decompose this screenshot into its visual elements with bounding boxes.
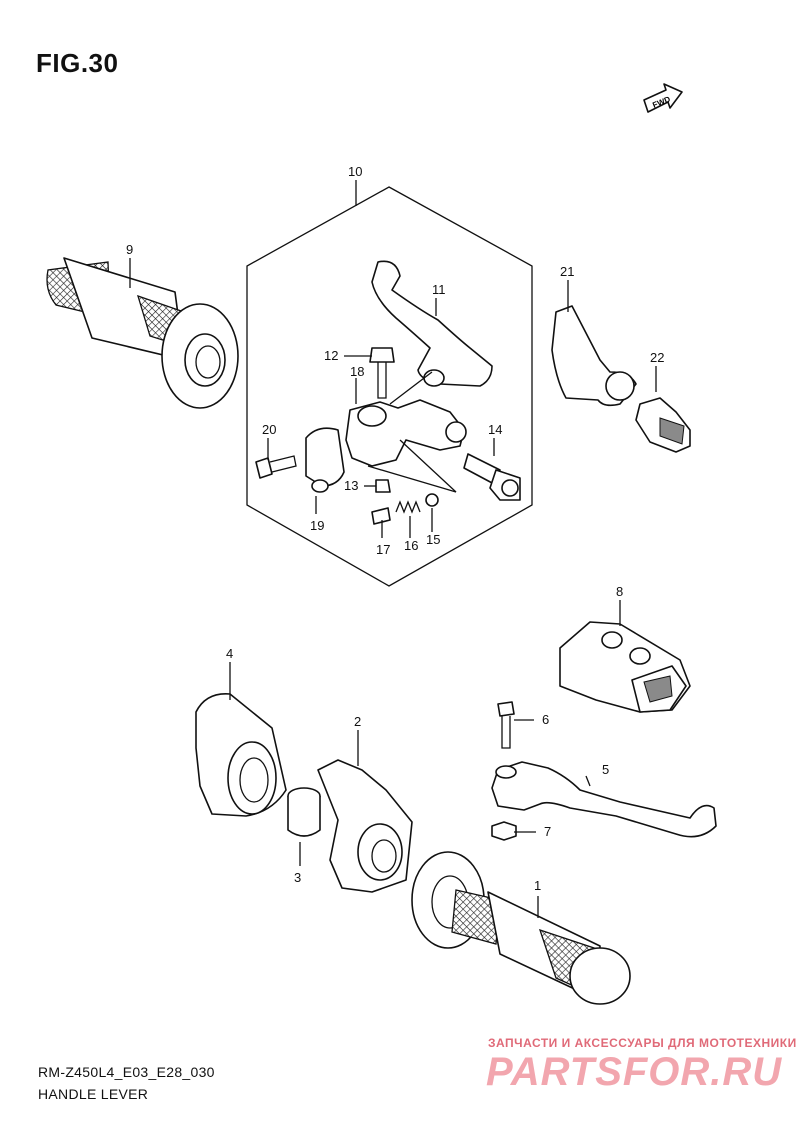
callout-16: 16 bbox=[404, 538, 418, 553]
callout-18: 18 bbox=[350, 364, 364, 379]
brake-lever bbox=[491, 761, 717, 838]
callout-3: 3 bbox=[294, 870, 301, 885]
grip-left bbox=[46, 257, 239, 409]
ball-15 bbox=[425, 493, 439, 507]
callout-17: 17 bbox=[376, 542, 390, 557]
callout-11: 11 bbox=[432, 282, 446, 297]
watermark-tagline: ЗАПЧАСТИ И АКСЕССУАРЫ ДЛЯ МОТОТЕХНИКИ bbox=[488, 1036, 797, 1050]
callout-2: 2 bbox=[354, 714, 361, 729]
boot-cover bbox=[551, 305, 637, 407]
spring-16 bbox=[395, 500, 421, 514]
holder-clamp bbox=[305, 427, 345, 493]
pin-17 bbox=[371, 507, 391, 525]
callout-4: 4 bbox=[226, 646, 233, 661]
callout-6: 6 bbox=[542, 712, 549, 727]
brake-nut bbox=[491, 821, 517, 841]
fwd-arrow-icon: FWD bbox=[643, 83, 683, 113]
sleeve bbox=[287, 787, 321, 837]
callout-21: 21 bbox=[560, 264, 574, 279]
switch-housing bbox=[559, 621, 691, 713]
cable-adjuster bbox=[463, 453, 521, 501]
figure-title: FIG.30 bbox=[36, 48, 119, 78]
callout-22: 22 bbox=[650, 350, 664, 365]
brake-pivot-bolt bbox=[497, 701, 515, 749]
clamp-bolt bbox=[255, 455, 297, 479]
assembly-frame bbox=[246, 186, 533, 587]
lever-holder bbox=[345, 371, 467, 493]
section-name: HANDLE LEVER bbox=[38, 1086, 149, 1102]
clutch-lever bbox=[371, 260, 493, 387]
callout-10: 10 bbox=[348, 164, 362, 179]
pivot-bolt bbox=[369, 347, 395, 399]
callout-15: 15 bbox=[426, 532, 440, 547]
callout-5: 5 bbox=[602, 762, 609, 777]
callout-9: 9 bbox=[126, 242, 133, 257]
small-parts bbox=[367, 465, 457, 525]
nut-13 bbox=[375, 479, 391, 493]
callout-19: 19 bbox=[310, 518, 324, 533]
throttle-cover bbox=[195, 693, 287, 817]
leader-lines bbox=[129, 180, 657, 918]
callout-1: 1 bbox=[534, 878, 541, 893]
adjuster-22 bbox=[635, 397, 691, 453]
callout-13: 13 bbox=[344, 478, 358, 493]
throttle-housing bbox=[317, 759, 413, 893]
watermark-logo: PARTSFOR.RU bbox=[486, 1050, 783, 1094]
callout-8: 8 bbox=[616, 584, 623, 599]
callout-20: 20 bbox=[262, 422, 276, 437]
model-code: RM-Z450L4_E03_E28_030 bbox=[38, 1064, 215, 1080]
grip-right bbox=[411, 851, 631, 1005]
callout-12: 12 bbox=[324, 348, 338, 363]
callout-14: 14 bbox=[488, 422, 502, 437]
callout-7: 7 bbox=[544, 824, 551, 839]
